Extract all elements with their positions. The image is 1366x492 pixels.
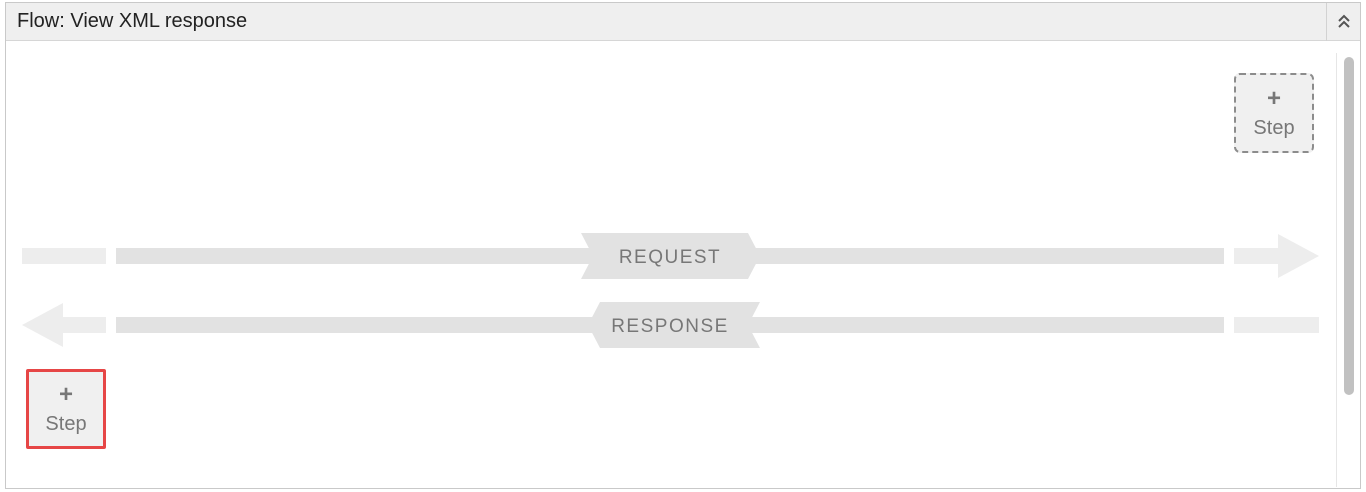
request-arrow-head (1234, 234, 1319, 278)
response-pipe-right-stub (1234, 317, 1319, 333)
scrollbar-thumb[interactable] (1344, 57, 1354, 395)
flow-canvas: REQUEST RESPONSE + Step + Step (6, 41, 1360, 488)
double-chevron-up-icon (1337, 14, 1350, 28)
step-label: Step (1253, 116, 1295, 139)
response-arrow-head (22, 303, 106, 347)
response-label: RESPONSE (611, 316, 729, 337)
vertical-scrollbar[interactable] (1336, 53, 1356, 487)
request-pipe-left-stub (22, 248, 106, 264)
response-badge[interactable] (588, 302, 760, 348)
add-step-button-request[interactable]: + Step (1234, 73, 1314, 153)
flow-panel: Flow: View XML response REQUEST RESPONSE… (5, 2, 1361, 489)
request-label: REQUEST (619, 247, 721, 268)
collapse-button[interactable] (1326, 3, 1360, 41)
plus-icon: + (58, 380, 73, 408)
step-label: Step (45, 412, 87, 435)
flow-diagram: REQUEST RESPONSE (22, 233, 1319, 348)
add-step-button-response[interactable]: + Step (26, 369, 106, 449)
panel-header: Flow: View XML response (6, 3, 1360, 41)
request-badge[interactable] (581, 233, 760, 279)
plus-icon: + (1266, 84, 1281, 112)
panel-title: Flow: View XML response (17, 10, 248, 32)
